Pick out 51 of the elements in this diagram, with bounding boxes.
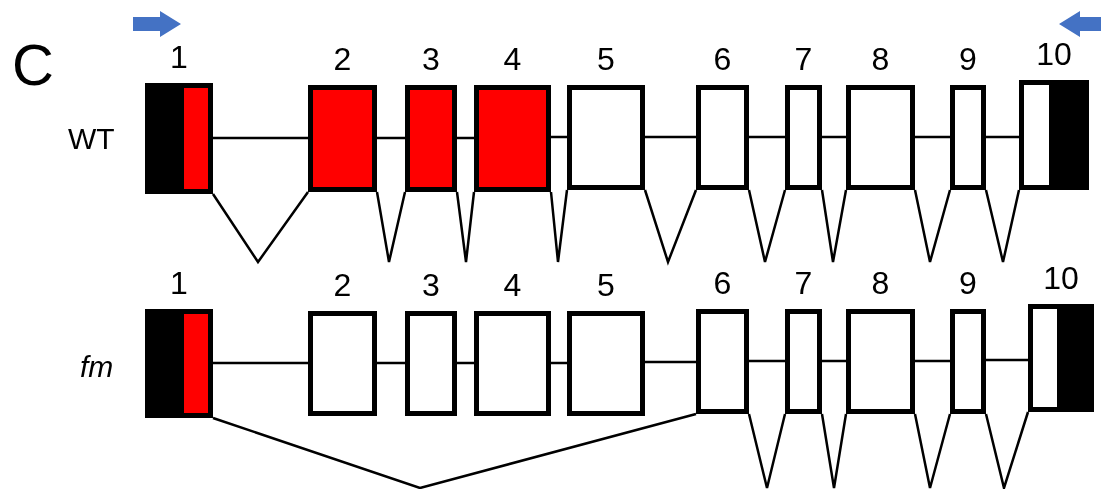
exon-number: 10 — [1043, 262, 1079, 298]
splice-line — [212, 412, 697, 489]
splice-line — [747, 413, 787, 489]
splice-line — [984, 189, 1021, 264]
intron-line — [822, 359, 846, 363]
splice-line — [820, 413, 848, 489]
splice-line — [913, 413, 952, 489]
row-label: fm — [80, 352, 114, 382]
exon-number: 4 — [503, 43, 522, 79]
splice-line — [984, 411, 1030, 489]
exon-number: 10 — [1036, 38, 1072, 74]
splice-line — [747, 189, 787, 264]
exon-number: 9 — [959, 267, 977, 303]
exon-number: 1 — [170, 267, 188, 303]
intron-line — [986, 358, 1028, 362]
intron-line — [377, 361, 405, 365]
exon-number: 2 — [333, 269, 352, 305]
splice-line — [211, 191, 309, 265]
exon-number: 6 — [713, 267, 732, 303]
intron-line — [822, 135, 846, 139]
exon-number: 9 — [959, 43, 977, 79]
intron-line — [645, 360, 696, 364]
splice-line — [820, 189, 848, 264]
exon-number: 2 — [333, 43, 352, 79]
splice-line — [643, 189, 698, 266]
exon-number: 8 — [871, 43, 890, 79]
row-label: WT — [68, 124, 115, 154]
panel-letter: C — [12, 36, 54, 94]
splice-line — [375, 191, 407, 264]
exon-number: 8 — [871, 267, 890, 303]
intron-line — [749, 135, 785, 139]
intron-line — [213, 361, 308, 365]
exon-number: 7 — [794, 267, 813, 303]
exon-number: 3 — [422, 43, 440, 79]
exon-number: 5 — [597, 269, 615, 305]
splice-line — [913, 189, 952, 264]
exon-number: 1 — [170, 41, 188, 77]
intron-line — [915, 359, 950, 363]
exon-number: 7 — [794, 43, 813, 79]
splice-line — [455, 191, 476, 264]
intron-line — [377, 136, 405, 140]
intron-line — [986, 135, 1019, 139]
intron-line — [915, 135, 950, 139]
splice-line — [549, 189, 569, 264]
exon-number: 4 — [503, 269, 522, 305]
intron-line — [749, 359, 785, 363]
intron-line — [645, 135, 696, 139]
exon-number: 5 — [597, 43, 615, 79]
exon-number: 6 — [713, 43, 732, 79]
intron-line — [213, 136, 308, 140]
exon-number: 3 — [422, 269, 440, 305]
